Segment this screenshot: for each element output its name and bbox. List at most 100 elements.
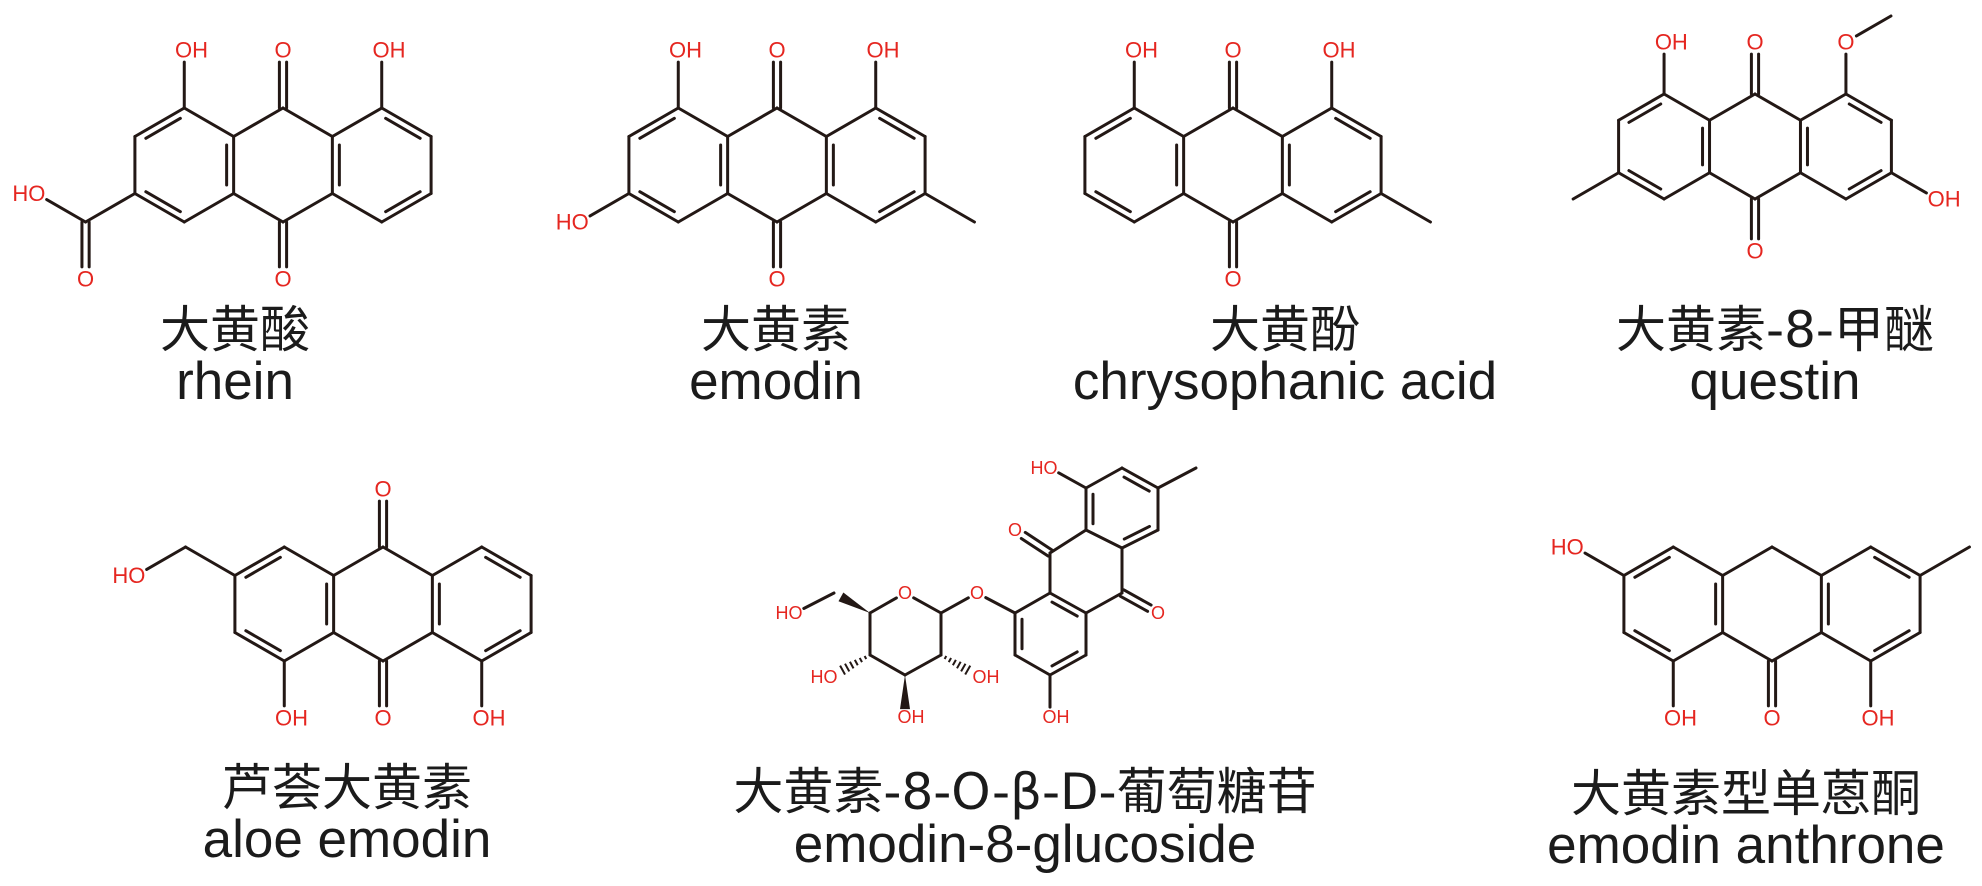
compound-name-cn-emodin: 大黄素 [701,301,851,359]
bond [282,631,336,663]
bond [332,631,385,663]
bond [1013,591,1052,615]
double-bond [874,106,927,138]
bond [1182,106,1235,138]
double-bond [1617,92,1666,122]
hashed-bond [943,655,948,660]
atom-label: OH [972,667,999,687]
bond [381,631,434,663]
carbonyl-bond [1118,594,1150,613]
bond [775,192,828,224]
atom-label: OH [472,706,505,731]
compound-name-cn-rhein: 大黄酸 [160,301,310,359]
bond [232,192,285,224]
bond [868,596,898,615]
bond [1280,192,1334,224]
methyl-bond [1156,466,1198,490]
bond [824,106,878,138]
atom-label: O [374,706,391,731]
compound-name-en-emodin-8-glucoside: emodin-8-glucoside [793,815,1257,874]
bond [1671,545,1725,577]
bond [726,106,779,138]
atom-label: O [374,477,391,502]
wedge-bond [900,675,910,710]
methyl-bond [1918,545,1971,577]
bond [1231,192,1284,224]
atom-label: O [77,267,94,292]
hashed-bond [956,661,962,669]
bond [1280,106,1334,138]
hashed-bond [863,655,868,660]
atom-label: OH [1928,187,1961,212]
bond [1770,631,1823,663]
atom-label: OH [866,38,899,63]
double-bond [1617,171,1666,201]
carbonyl-bond [1122,588,1153,607]
double-bond-inner [244,629,282,653]
bond [184,545,237,577]
bond [330,192,384,224]
bond [1662,171,1712,201]
double-bond [1048,591,1088,615]
compound-name-en-emodin-anthrone: emodin anthrone [1547,816,1945,875]
double-bond [1120,528,1160,550]
bond [676,192,730,224]
bond [1132,106,1186,138]
double-bond [480,631,533,663]
double-bond-inner [878,190,916,214]
hashed-bond [951,659,957,666]
bond [1583,551,1626,577]
compound-name-cn-aloe-emodin: 芦荟大黄素 [222,759,472,817]
double-bond-inner [144,116,182,140]
compound-name-en-emodin: emodin [689,352,863,411]
double-bond [1622,631,1675,663]
double-bond [133,192,186,224]
double-bond-inner [1633,555,1671,579]
methyl-bond [923,192,976,224]
bond [1770,545,1823,577]
atom-label: OH [1861,706,1894,731]
hashed-bond [858,657,863,663]
bond [1819,545,1873,577]
atom-label: O [1224,267,1241,292]
double-bond-inner [1050,600,1079,618]
bond [1084,466,1124,490]
double-bond-inner [878,116,916,140]
atom-label: HO [12,181,45,206]
hashed-bond [947,657,952,663]
atom-label: OH [175,38,208,63]
bond [281,106,334,138]
atom-label: O [1151,603,1165,623]
bond [381,545,434,577]
double-bond-inner [1050,650,1079,668]
double-bond [1869,545,1922,577]
hashed-bond [964,665,972,676]
bond [84,192,137,224]
atom-label: O [768,267,785,292]
bond [775,106,828,138]
bond [1057,471,1088,490]
double-bond [627,192,680,224]
atom-label: O [898,583,912,603]
bond [282,545,336,577]
atom-label: OH [275,706,308,731]
bond [1662,92,1712,122]
bond [1084,591,1124,615]
bond [939,596,970,615]
atom-label: OH [1042,707,1069,727]
bond [802,591,836,610]
double-bond-inner [1094,116,1132,140]
bond [45,198,88,224]
methyl-bond [1854,14,1893,38]
bond [145,545,188,571]
bond [1889,171,1928,195]
atom-label: HO [811,667,838,687]
double-bond [1869,631,1922,663]
bond [1132,192,1186,224]
bond [1048,528,1088,555]
